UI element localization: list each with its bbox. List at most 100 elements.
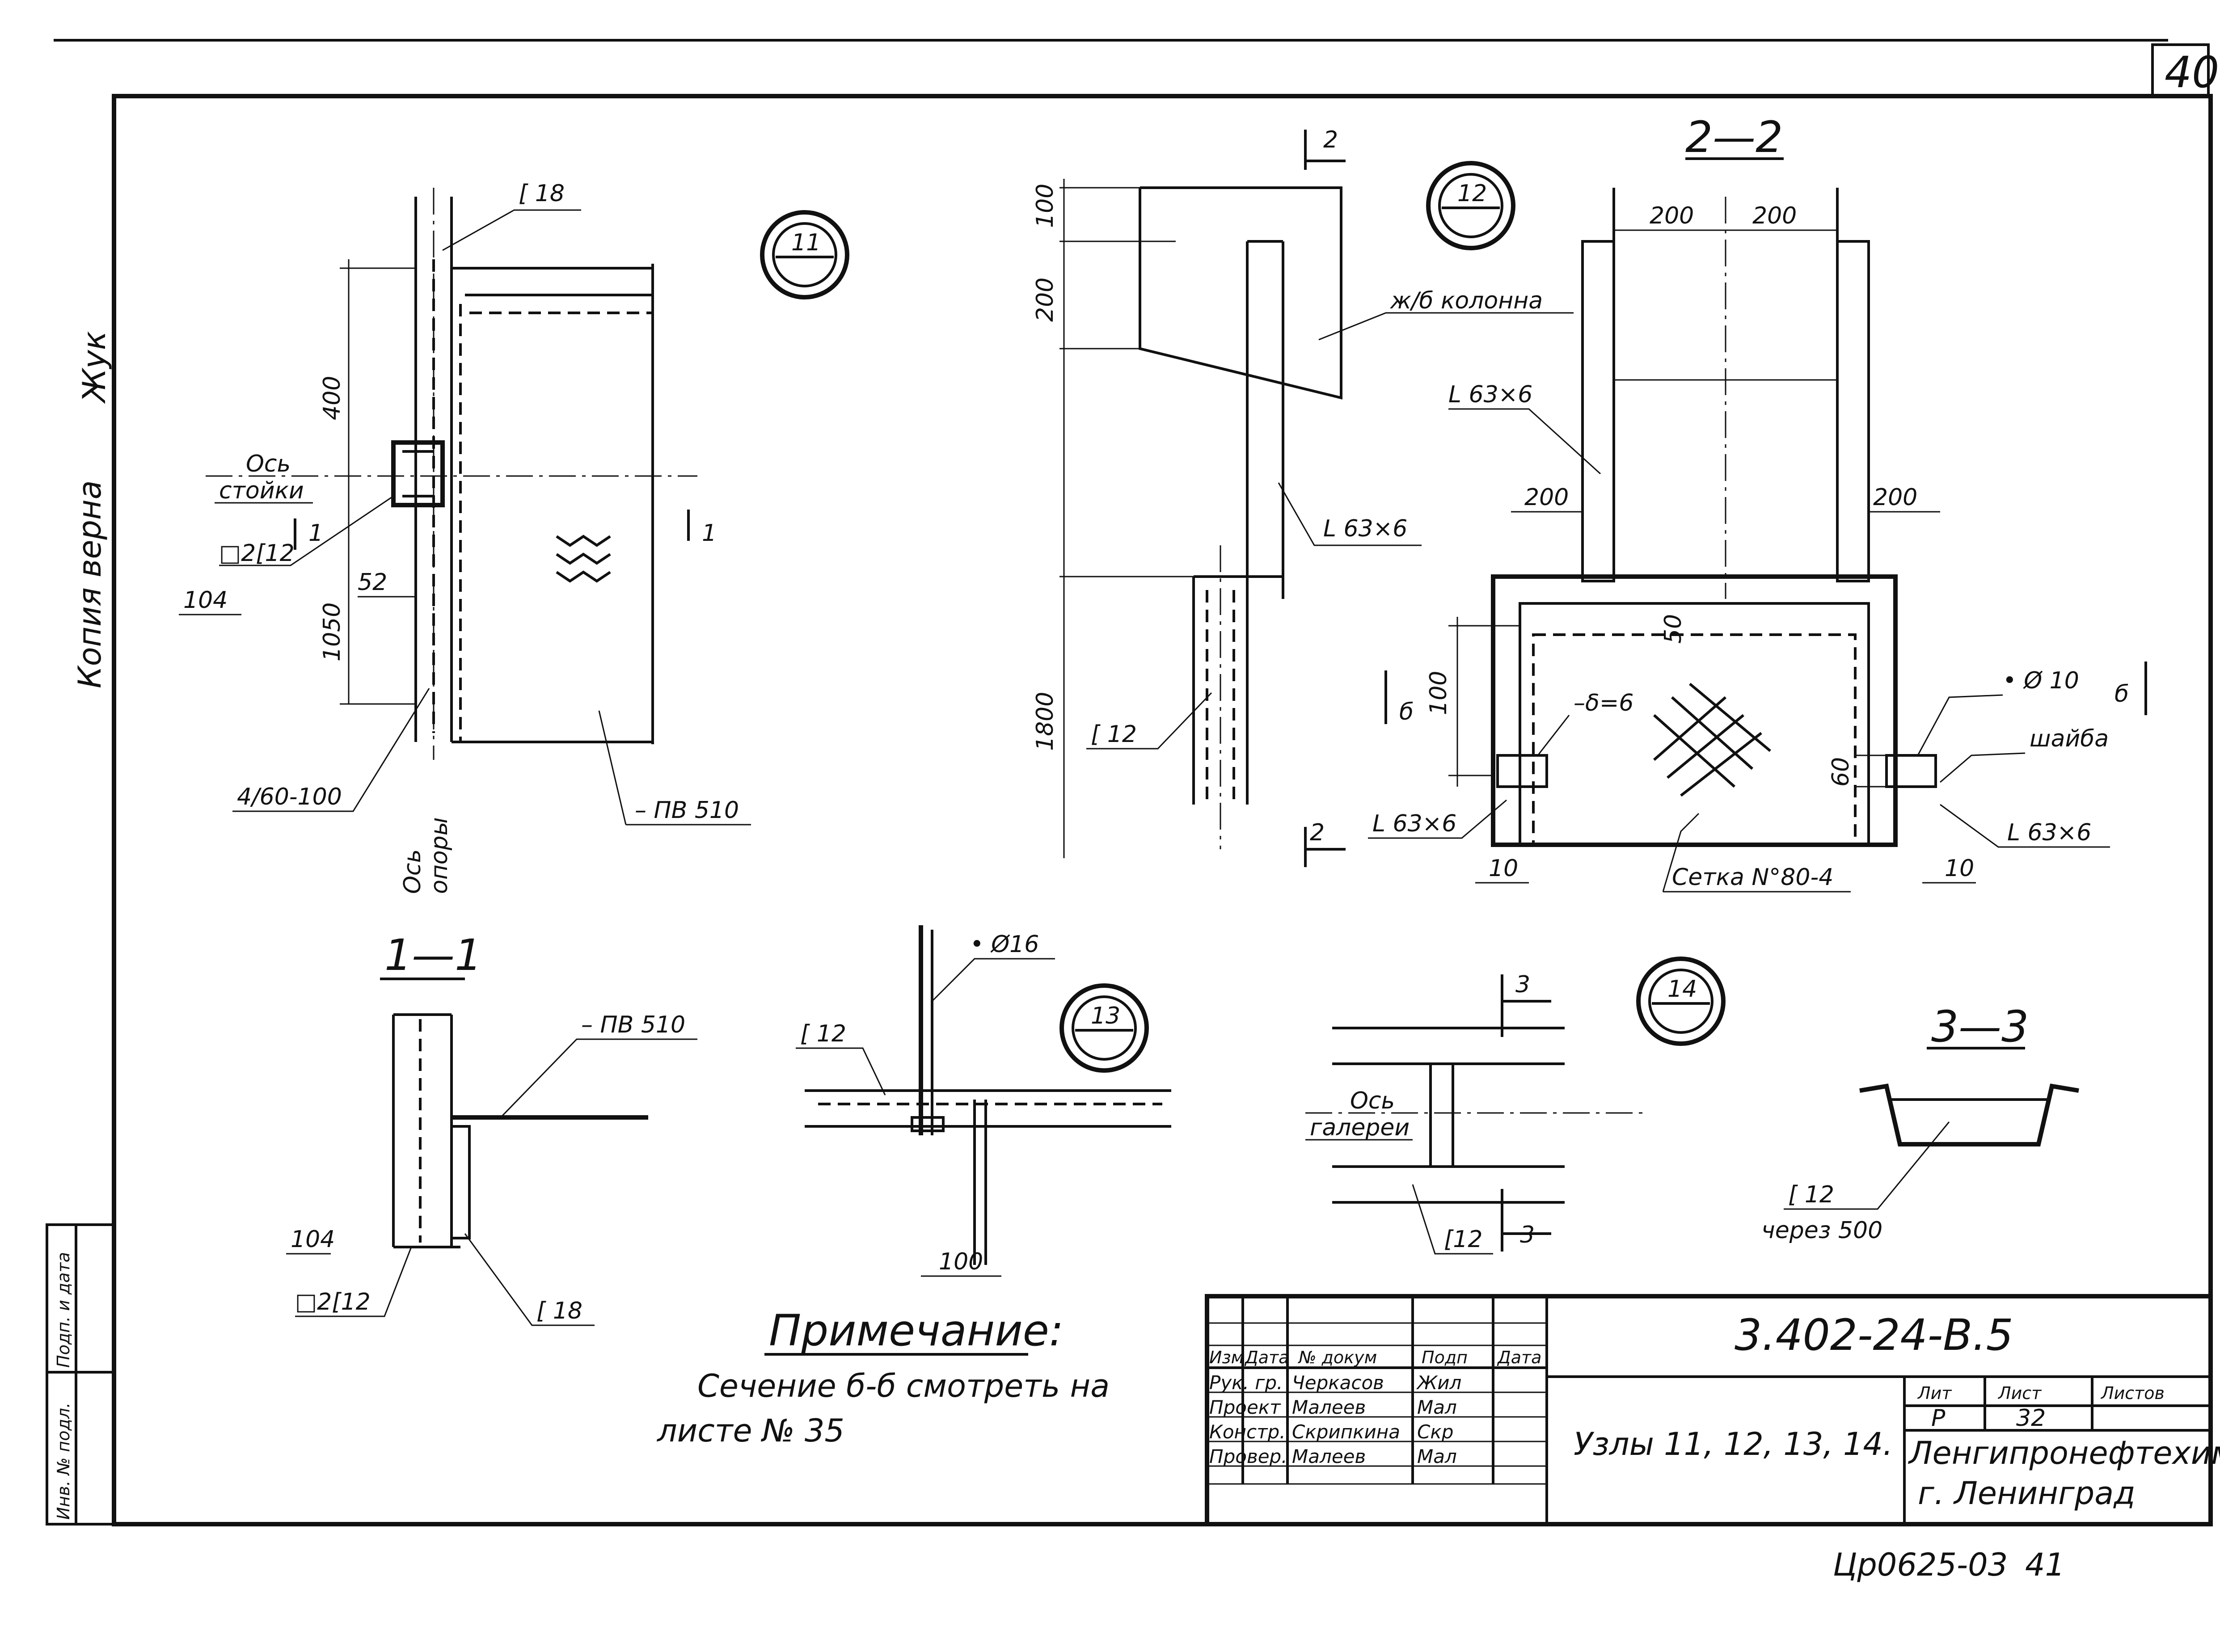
- note-block: Примечание: Сечение б-б смотреть на лист…: [656, 1306, 1110, 1449]
- n12-dim-100: 100: [1032, 184, 1059, 228]
- sec22-dim-60: 60: [1827, 757, 1854, 787]
- tb-doc-code: 3.402-24-В.5: [1735, 1310, 2013, 1360]
- footer-number: 41: [2025, 1547, 2065, 1583]
- sec22-cut-right: б: [2114, 681, 2129, 708]
- n12-cut-top: 2: [1323, 126, 1338, 153]
- copy-signature: Жук: [76, 331, 113, 404]
- sec33-label-step: через 500: [1761, 1217, 1882, 1244]
- sec22-dim-200-left: 200: [1524, 484, 1569, 511]
- tb-role-4: Провер.: [1209, 1446, 1287, 1467]
- tb-name-2: Малеев: [1292, 1396, 1366, 1418]
- sec22-dim-200a: 200: [1650, 202, 1694, 229]
- sec22-label-plate: –δ=6: [1574, 690, 1633, 716]
- sec22-label-l63-left: L 63×6: [1372, 810, 1456, 837]
- sec22-label-washer: шайба: [2030, 725, 2109, 752]
- n11-dim-104: 104: [183, 587, 228, 614]
- node-12-number: 12: [1457, 180, 1487, 207]
- n11-cut-right: 1: [702, 520, 717, 547]
- n11-label-axis-support-2: опоры: [426, 817, 453, 894]
- sec11-label-pv510: – ПВ 510: [581, 1011, 685, 1038]
- n11-label-c18: [ 18: [519, 180, 565, 207]
- n12-dim-1800: 1800: [1032, 692, 1059, 751]
- note-line-2: листе № 35: [656, 1412, 844, 1449]
- node-13-number: 13: [1091, 1003, 1120, 1029]
- n12-label-l63: L 63×6: [1323, 515, 1407, 542]
- n12-cut-bottom: 2: [1310, 819, 1325, 846]
- node-11-number: 11: [791, 229, 821, 256]
- sec22-label-bolt: • Ø 10: [2003, 667, 2079, 694]
- tb-name-4: Малеев: [1292, 1446, 1366, 1467]
- node-12: ж/б колонна 100 200 1800 L 63×6 [ 12 2 2: [1032, 126, 1574, 867]
- n14-cut-bottom: 3: [1520, 1222, 1535, 1248]
- node-14-marker: 14: [1636, 957, 1726, 1046]
- title-block: Изм Дата № докум Подп Дата Рук. гр. Черк…: [1205, 1294, 2220, 1526]
- sec33-label-c12: [ 12: [1788, 1181, 1834, 1208]
- n11-dim-1050: 1050: [319, 603, 346, 662]
- sec11-dim-104: 104: [291, 1226, 335, 1253]
- note-title: Примечание:: [769, 1306, 1064, 1356]
- tb-sheet-value: 32: [2016, 1405, 2046, 1432]
- sec33-title: 3—3: [1931, 1002, 2029, 1052]
- sec22-dim-50: 50: [1660, 614, 1687, 644]
- sheet-number: 40: [2165, 47, 2219, 97]
- tb-org-2: г. Ленинград: [1918, 1475, 2136, 1512]
- sheet-footer: Цр0625-03 41: [1833, 1547, 2065, 1583]
- section-3-3: 3—3 [ 12 через 500: [1761, 1002, 2079, 1244]
- n12-label-rc-column: ж/б колонна: [1390, 287, 1543, 314]
- stamp-sign-date: Подп. и дата: [54, 1252, 73, 1368]
- sec11-label-c18: [ 18: [536, 1298, 582, 1324]
- n13-dim-100: 100: [939, 1248, 983, 1275]
- sec11-title: 1—1: [384, 930, 482, 980]
- n14-label-axis-gallery: галереи: [1310, 1114, 1410, 1141]
- n11-label-axis: Ось: [246, 451, 291, 477]
- tb-col-izm: Изм: [1209, 1348, 1244, 1367]
- node-14: Ось галереи 3 3 [12: [1305, 971, 1645, 1255]
- n14-label-c12: [12: [1444, 1226, 1482, 1253]
- tb-title: Узлы 11, 12, 13, 14.: [1574, 1426, 1893, 1462]
- sec22-label-l63-right: L 63×6: [2007, 819, 2091, 846]
- tb-sign-1: Жил: [1416, 1372, 1461, 1394]
- tb-sheet-label: Лист: [1997, 1383, 2042, 1403]
- n13-label-bolt: • Ø16: [970, 931, 1039, 958]
- tb-role-1: Рук. гр.: [1209, 1372, 1283, 1394]
- tb-lit-value: Р: [1931, 1405, 1946, 1432]
- sec22-cut-left: б: [1399, 699, 1414, 725]
- copy-note: Копия верна: [72, 480, 108, 688]
- stamp-inv-no: Инв. № подл.: [54, 1403, 73, 1520]
- sec22-dim-100: 100: [1425, 671, 1452, 715]
- footer-code: Цр0625-03: [1833, 1547, 2008, 1583]
- tb-lit-label: Лит: [1917, 1383, 1952, 1403]
- tb-name-1: Черкасов: [1292, 1372, 1384, 1394]
- tb-col-sign: Подп: [1422, 1348, 1468, 1367]
- n11-label-weld: 4/60-100: [237, 784, 342, 810]
- tb-org-1: Ленгипронефтехим: [1908, 1435, 2220, 1471]
- node-11-marker: 11: [760, 210, 849, 299]
- n11-dim-400: 400: [319, 376, 346, 420]
- side-notes: Копия верна Жук Инв. № подл. Подп. и дат…: [46, 331, 115, 1526]
- n11-dim-52: 52: [358, 569, 387, 596]
- n11-label-pv510: – ПВ 510: [635, 797, 739, 824]
- sheet-frame: 40: [54, 39, 2219, 1526]
- sec22-dim-10-left: 10: [1489, 855, 1518, 882]
- node-12-marker: 12: [1426, 161, 1515, 250]
- node-13: • Ø16 [ 12 100: [796, 925, 1171, 1277]
- section-1-1: 1—1 – ПВ 510 104 □2[12 [ 18: [286, 930, 697, 1326]
- sec22-label-l63-top: L 63×6: [1448, 381, 1532, 408]
- n13-label-c12: [ 12: [800, 1020, 846, 1047]
- tb-role-3: Констр.: [1209, 1421, 1286, 1443]
- n11-cut-left: 1: [308, 520, 323, 547]
- tb-name-3: Скрипкина: [1292, 1421, 1400, 1443]
- section-2-2: 2—2 200 200 L 63×6 200 200 50 Сетка N°80…: [1368, 112, 2147, 893]
- tb-col-date: Дата: [1244, 1348, 1289, 1367]
- sec22-dim-200b: 200: [1752, 202, 1797, 229]
- tb-col-doc: № докум: [1298, 1348, 1377, 1367]
- sec11-label-box-2c12: □2[12: [295, 1289, 371, 1315]
- sec22-dim-200-right: 200: [1873, 484, 1917, 511]
- tb-sign-4: Мал: [1417, 1446, 1457, 1467]
- n11-label-box-2c12: □2[12: [219, 540, 295, 567]
- tb-sheets-label: Листов: [2100, 1383, 2165, 1403]
- n14-cut-top: 3: [1515, 971, 1530, 998]
- n11-label-axis-post: стойки: [219, 477, 304, 504]
